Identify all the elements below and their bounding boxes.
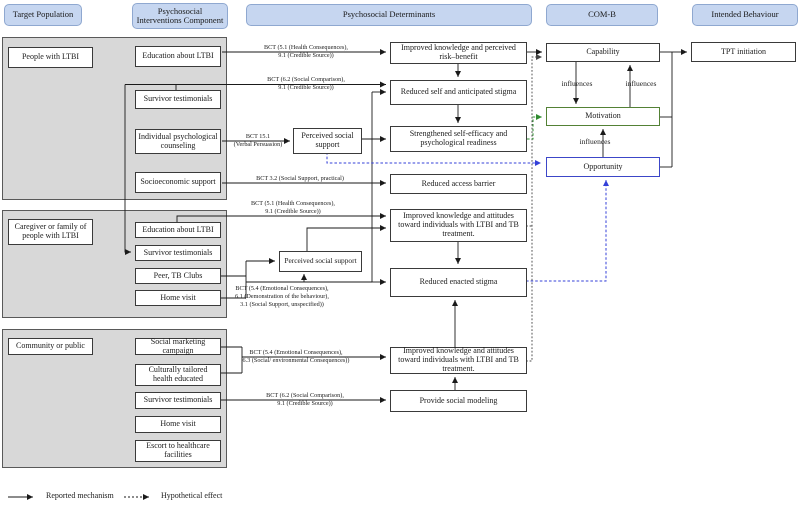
bct-line: (Verbal Persuasion)	[233, 141, 283, 148]
population-community-public: Community or public	[8, 338, 93, 355]
determinant-reduced-access-barrier: Reduced access barrier	[390, 174, 527, 194]
comb-opportunity: Opportunity	[546, 157, 660, 177]
bct-line: 9.1 (Credible Source))	[278, 84, 334, 91]
header-intended-behaviour: Intended Behaviour	[692, 4, 798, 26]
legend-reported-mechanism: Reported mechanism	[46, 491, 114, 500]
bct-line: 9.1 (Credible Source))	[265, 208, 321, 215]
bct-line: BCT 15.1	[245, 133, 271, 140]
mediator-perceived-social-support-2: Perceived social support	[279, 251, 362, 272]
header-com-b: COM-B	[546, 4, 658, 26]
bct-line: 6.1 (Demonstration of the behaviour),	[235, 293, 329, 300]
determinant-attitudes-community: Improved knowledge and attitudes toward …	[390, 346, 527, 374]
bct-line: BCT (5.1 (Health Consequences),	[264, 44, 348, 51]
population-people-with-ltbi: People with LTBI	[8, 47, 93, 68]
bct-line: 6.3 (Social/ environmental Consequences)…	[242, 357, 350, 364]
influences-label-3: influences	[579, 137, 611, 146]
bct-line: 9.1 (Credible Source))	[277, 400, 333, 407]
bct-label-g1-education: BCT (5.1 (Health Consequences), 9.1 (Cre…	[250, 44, 362, 60]
bct-label-g2-peer-home: BCT (5.4 (Emotional Consequences), 6.1 (…	[226, 285, 338, 309]
population-caregiver-family: Caregiver or family of people with LTBI	[8, 219, 93, 245]
determinant-reduced-self-stigma: Reduced self and anticipated stigma	[390, 80, 527, 105]
bct-label-g3-campaign: BCT (5.4 (Emotional Consequences), 6.3 (…	[228, 349, 364, 365]
component-education-ltbi-g2: Education about LTBI	[135, 222, 221, 238]
determinant-social-modeling: Provide social modeling	[390, 390, 527, 412]
mediator-perceived-social-support-1: Perceived social support	[293, 128, 362, 154]
header-target-population: Target Population	[4, 4, 82, 26]
header-interventions-component: Psychosocial Interventions Component	[132, 3, 228, 29]
bct-label-g1-socioeconomic: BCT 3.2 (Social Support, practical)	[230, 175, 370, 183]
comb-capability: Capability	[546, 43, 660, 62]
bct-line: BCT 3.2 (Social Support, practical)	[256, 175, 344, 182]
component-survivor-testimonials-g2: Survivor testimonials	[135, 245, 221, 261]
component-socioeconomic-support-g1: Socioeconomic support	[135, 172, 221, 193]
bct-line: 3.1 (Social Support, unspecified))	[240, 301, 324, 308]
component-home-visit-g2: Home visit	[135, 290, 221, 306]
bct-line: BCT (6.2 (Social Comparison),	[266, 392, 344, 399]
header-psychosocial-determinants: Psychosocial Determinants	[246, 4, 532, 26]
influences-label-2: influences	[625, 79, 657, 88]
behaviour-tpt-initiation: TPT initiation	[691, 42, 796, 62]
component-survivor-testimonials-g3: Survivor testimonials	[135, 392, 221, 409]
component-peer-tb-clubs-g2: Peer, TB Clubs	[135, 268, 221, 284]
determinant-self-efficacy: Strengthened self-efficacy and psycholog…	[390, 126, 527, 152]
component-psychological-counseling-g1: Individual psychological counseling	[135, 129, 221, 154]
influences-label-1: influences	[561, 79, 593, 88]
legend-hypothetical-effect: Hypothetical effect	[161, 491, 223, 500]
comb-motivation: Motivation	[546, 107, 660, 126]
determinant-attitudes-caregiver: Improved knowledge and attitudes toward …	[390, 209, 527, 242]
dashed-selfefficacy-to-motivation	[527, 114, 542, 140]
determinant-knowledge-risk-benefit: Improved knowledge and perceived risk–be…	[390, 42, 527, 64]
component-survivor-testimonials-g1: Survivor testimonials	[135, 90, 221, 109]
determinant-reduced-enacted-stigma: Reduced enacted stigma	[390, 268, 527, 297]
bct-label-g2-education: BCT (5.1 (Health Consequences), 9.1 (Cre…	[237, 200, 349, 216]
dashed-enactedstigma-to-opportunity	[526, 180, 609, 282]
component-cultural-health-g3: Culturally tailored health educated	[135, 364, 221, 386]
arrow-pss2-to-attitudes	[306, 225, 386, 251]
bct-label-g1-survivor: BCT (6.2 (Social Comparison), 9.1 (Credi…	[250, 76, 362, 92]
bct-line: BCT (5.4 (Emotional Consequences),	[249, 349, 343, 356]
bct-line: 9.1 (Credible Source))	[278, 52, 334, 59]
dotted-attitudes2-to-capability	[526, 54, 542, 362]
component-escort-healthcare-g3: Escort to healthcare facilities	[135, 440, 221, 462]
bct-label-g1-counseling: BCT 15.1 (Verbal Persuasion)	[225, 133, 291, 149]
component-social-marketing-g3: Social marketing campaign	[135, 337, 221, 355]
component-education-ltbi-g1: Education about LTBI	[135, 46, 221, 67]
component-home-visit-g3: Home visit	[135, 416, 221, 433]
bct-line: BCT (5.1 (Health Consequences),	[251, 200, 335, 207]
bct-label-g3-survivor: BCT (6.2 (Social Comparison), 9.1 (Credi…	[249, 392, 361, 408]
bct-line: BCT (6.2 (Social Comparison),	[267, 76, 345, 83]
bct-line: BCT (5.4 (Emotional Consequences),	[235, 285, 329, 292]
